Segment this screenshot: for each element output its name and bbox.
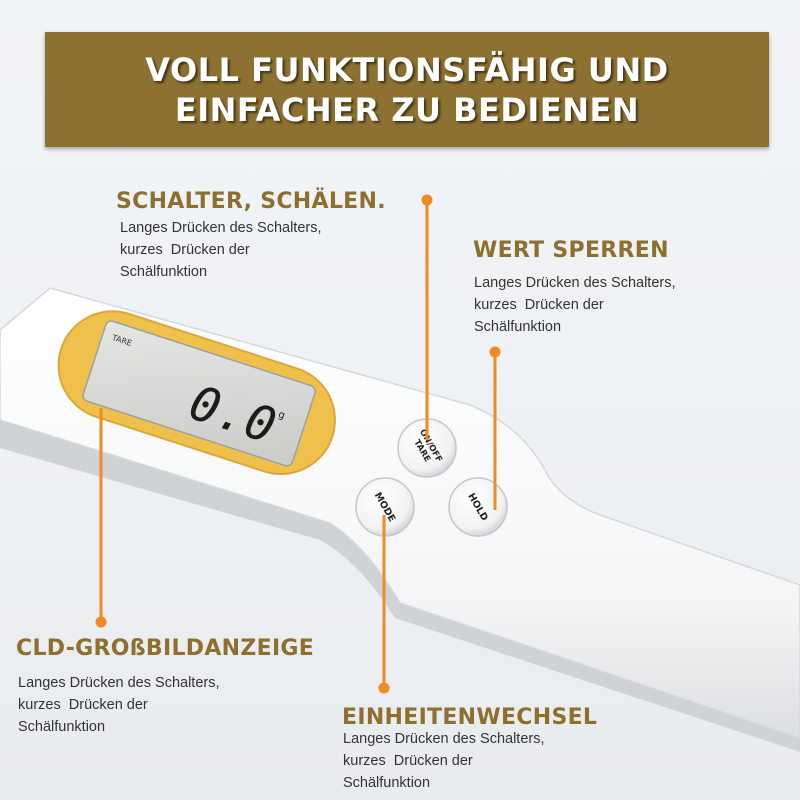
headline-banner: VOLL FUNKTIONSFÄHIG UND EINFACHER ZU BED… [45, 32, 769, 147]
callout-line-switch [421, 194, 433, 440]
callout-unit-title: EINHEITENWECHSEL [342, 705, 598, 730]
callout-switch-title: SCHALTER, SCHÄLEN. [116, 189, 386, 214]
callout-line-display [95, 408, 107, 628]
lcd-display: TARE 0.0 g [57, 310, 336, 476]
headline-line-2: EINFACHER ZU BEDIENEN [174, 90, 640, 129]
headline: VOLL FUNKTIONSFÄHIG UND EINFACHER ZU BED… [145, 50, 668, 130]
headline-line-1: VOLL FUNKTIONSFÄHIG UND [145, 50, 669, 89]
callout-display-title: CLD-GROßBILDANZEIGE [16, 636, 315, 661]
callout-switch-desc: Langes Drücken des Schalters, kurzes Drü… [120, 220, 322, 280]
callout-lock-title: WERT SPERREN [473, 238, 669, 263]
lcd-unit: g [277, 409, 286, 421]
onoff-tare-button[interactable]: ON/OFF TARE [397, 418, 457, 478]
callout-line-lock [489, 346, 501, 510]
callout-display-desc: Langes Drücken des Schalters, kurzes Drü… [18, 675, 220, 735]
hold-button[interactable]: HOLD [448, 477, 508, 537]
callout-line-unit [378, 515, 390, 694]
callout-unit-desc: Langes Drücken des Schalters, kurzes Drü… [343, 731, 545, 791]
callout-lock-desc: Langes Drücken des Schalters, kurzes Drü… [474, 275, 676, 335]
